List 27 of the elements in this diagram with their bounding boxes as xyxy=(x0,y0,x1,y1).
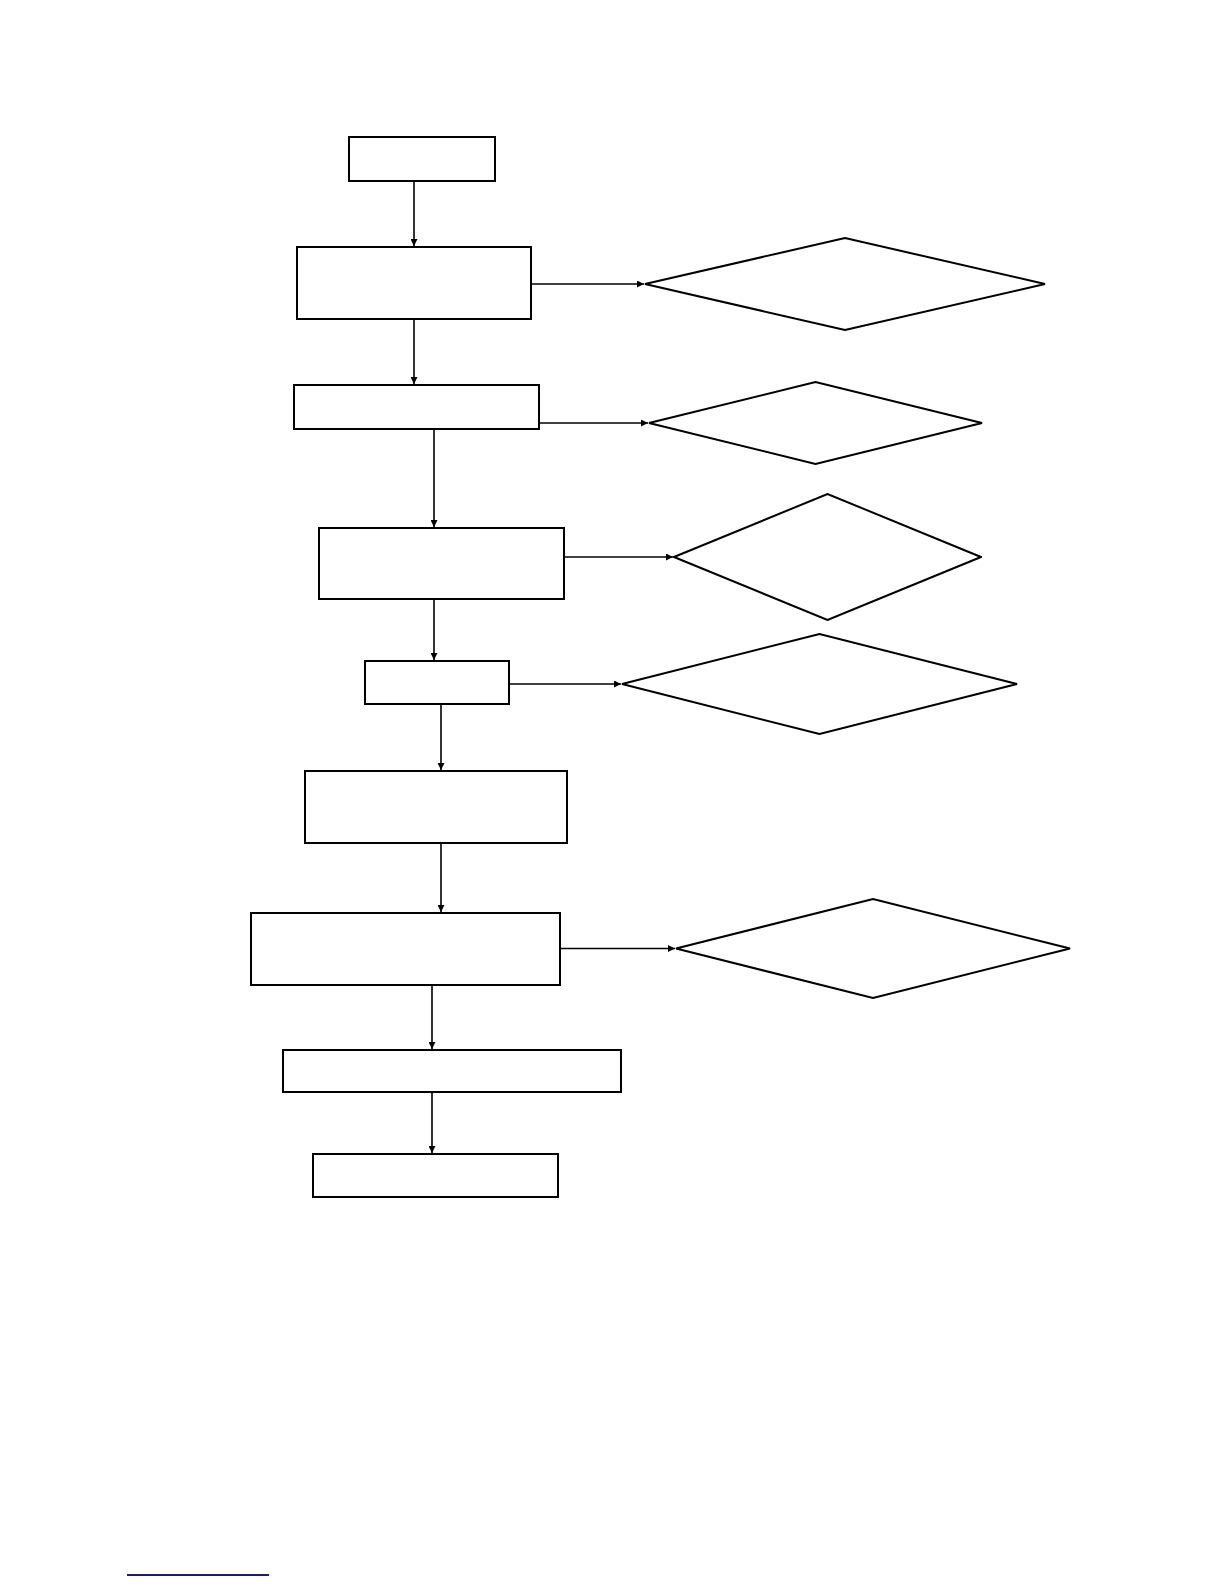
arrow xyxy=(410,319,418,385)
process-box xyxy=(348,136,496,182)
process-box xyxy=(304,770,568,844)
arrow xyxy=(437,704,445,771)
arrow xyxy=(509,680,622,688)
decision-diamond xyxy=(648,381,983,465)
process-box xyxy=(364,660,510,705)
decision-diamond xyxy=(644,237,1046,331)
process-box xyxy=(318,527,565,600)
decision-diamond xyxy=(621,633,1018,735)
arrow xyxy=(428,985,436,1050)
arrow xyxy=(430,599,438,661)
process-box xyxy=(282,1049,622,1093)
arrow xyxy=(430,429,438,528)
process-box xyxy=(312,1153,559,1198)
process-box xyxy=(296,246,532,320)
arrow xyxy=(531,280,645,288)
arrow xyxy=(564,553,674,561)
arrow xyxy=(437,843,445,913)
arrow xyxy=(539,419,649,427)
arrow xyxy=(560,945,676,952)
decision-diamond xyxy=(675,898,1071,999)
process-box xyxy=(293,384,540,430)
arrow xyxy=(428,1092,436,1154)
process-box xyxy=(250,912,561,986)
arrow xyxy=(410,181,418,247)
decision-diamond xyxy=(673,493,982,621)
